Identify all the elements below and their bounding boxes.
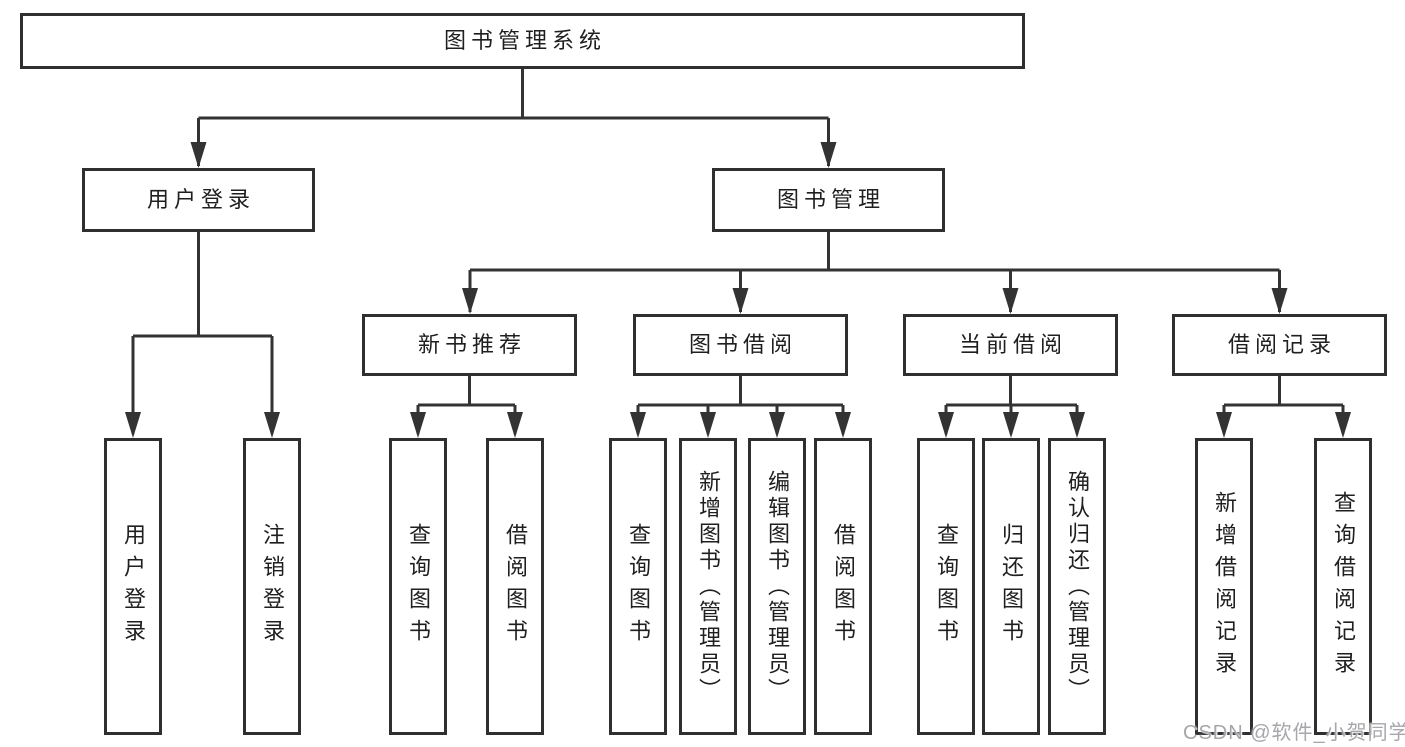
node-library-management-system: 图书管理系统 [20, 13, 1025, 69]
node-current-borrowing: 当前借阅 [903, 314, 1118, 376]
leaf-user-login: 用户登录 [104, 438, 162, 735]
leaf-return-book: 归还图书 [982, 438, 1040, 735]
connector-stems [131, 69, 1345, 434]
leaf-query-books-borrowing: 查询图书 [609, 438, 667, 735]
leaf-add-borrow-record: 新增借阅记录 [1195, 438, 1253, 735]
node-new-book-recommendation: 新书推荐 [362, 314, 577, 376]
node-book-management: 图书管理 [712, 168, 945, 232]
leaf-edit-book-admin: 编辑图书（管理员） [748, 438, 806, 735]
leaf-query-borrow-record: 查询借阅记录 [1314, 438, 1372, 735]
leaf-add-book-admin: 新增图书（管理员） [679, 438, 737, 735]
leaf-query-books-recommendation: 查询图书 [389, 438, 447, 735]
leaf-borrow-books-borrowing: 借阅图书 [814, 438, 872, 735]
node-borrowing-records: 借阅记录 [1172, 314, 1387, 376]
leaf-logout: 注销登录 [243, 438, 301, 735]
arrowheads [125, 142, 1351, 438]
csdn-watermark: CSDN @软件_小贺同学 [1183, 722, 1405, 744]
node-book-borrowing: 图书借阅 [633, 314, 848, 376]
leaf-borrow-books-recommendation: 借阅图书 [486, 438, 544, 735]
node-user-login: 用户登录 [82, 168, 315, 232]
leaf-query-books-current: 查询图书 [917, 438, 975, 735]
leaf-confirm-return-admin: 确认归还（管理员） [1048, 438, 1106, 735]
